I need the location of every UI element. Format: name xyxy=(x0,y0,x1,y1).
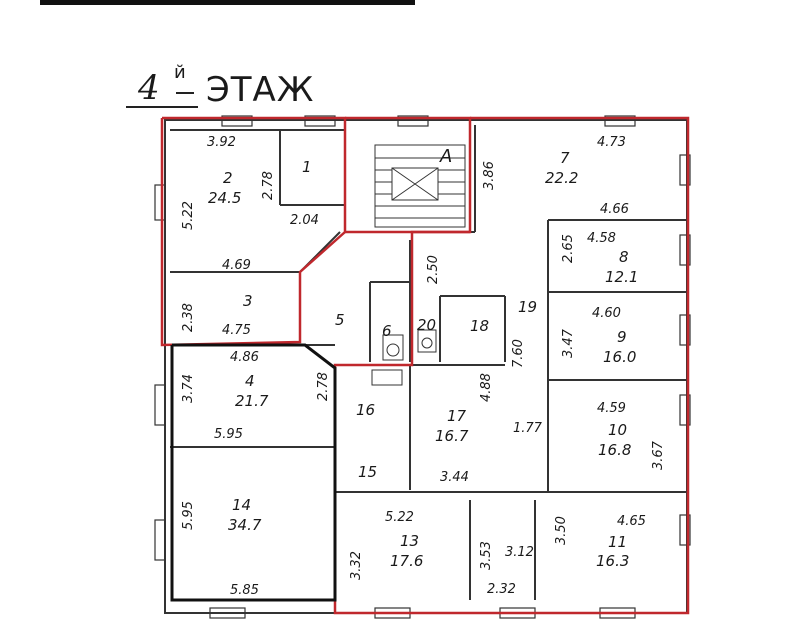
dimension-label: 3.53 xyxy=(479,541,494,570)
room-number: 5 xyxy=(335,311,345,329)
room-area: 12.1 xyxy=(605,268,638,286)
black-outline xyxy=(170,343,337,602)
room-number: 13 xyxy=(400,532,419,550)
dimension-label: 4.59 xyxy=(597,401,626,416)
dimension-label: 7.60 xyxy=(511,339,526,368)
room-area: 16.3 xyxy=(596,552,629,570)
dimension-label: 5.95 xyxy=(181,501,196,530)
room-number: 14 xyxy=(232,496,251,514)
dimension-label: 2.65 xyxy=(561,234,576,263)
room-number: 7 xyxy=(560,149,570,167)
stair-letter: А xyxy=(439,146,452,167)
dimension-label: 4.66 xyxy=(600,202,629,217)
room-number: 18 xyxy=(470,317,489,335)
floor-number: 4 xyxy=(138,68,160,108)
room-number: 16 xyxy=(356,401,375,419)
room-area: 16.7 xyxy=(435,427,469,445)
suffix-underline xyxy=(176,92,194,94)
dimension-label: 1.77 xyxy=(513,421,543,436)
dimension-label: 3.92 xyxy=(207,135,236,150)
room-area: 16.0 xyxy=(603,348,636,366)
room-number: 8 xyxy=(619,248,629,266)
room-number: 17 xyxy=(447,407,467,425)
dimension-label: 3.32 xyxy=(349,551,364,580)
room-area: 22.2 xyxy=(545,169,578,187)
dimension-label: 3.67 xyxy=(651,440,666,470)
room-number: 6 xyxy=(382,322,392,340)
room-labels: 1 2 24.5 3 4 21.7 5 6 7 22.2 8 12.1 9 16… xyxy=(208,146,638,570)
room-area: 34.7 xyxy=(228,516,262,534)
dimension-label: 2.50 xyxy=(426,255,441,284)
dimension-label: 3.86 xyxy=(482,161,497,190)
dimension-label: 4.75 xyxy=(222,323,251,338)
room-number: 1 xyxy=(302,158,312,176)
windows xyxy=(154,115,691,619)
dimension-label: 3.50 xyxy=(554,516,569,545)
dimension-label: 5.85 xyxy=(230,583,259,598)
room-number: 4 xyxy=(245,372,255,390)
dimension-label: 2.04 xyxy=(290,213,319,228)
dimension-label: 4.58 xyxy=(587,231,616,246)
room-area: 21.7 xyxy=(235,392,269,410)
dimension-label: 3.44 xyxy=(440,470,469,485)
room-number: 10 xyxy=(608,421,627,439)
room-number: 2 xyxy=(223,169,233,187)
room-area: 16.8 xyxy=(598,441,631,459)
dimension-label: 4.65 xyxy=(617,514,646,529)
room-number: 9 xyxy=(617,328,627,346)
dimension-label: 4.86 xyxy=(230,350,259,365)
title-underline xyxy=(126,106,198,108)
staircase xyxy=(374,144,466,228)
room-number: 15 xyxy=(358,463,377,481)
room-number: 3 xyxy=(243,292,253,310)
dimension-label: 4.73 xyxy=(597,135,626,150)
room-area: 17.6 xyxy=(390,552,423,570)
dimension-label: 2.78 xyxy=(261,171,276,200)
room-area: 24.5 xyxy=(208,189,241,207)
floor-word: ЭТАЖ xyxy=(206,70,315,110)
dimension-label: 5.95 xyxy=(214,427,243,442)
dimension-label: 2.38 xyxy=(181,303,196,332)
dimension-label: 5.22 xyxy=(385,510,414,525)
room-number: 20 xyxy=(417,316,436,334)
top-bar xyxy=(40,0,415,5)
dimension-labels: 3.92 2.78 5.22 2.04 4.69 2.38 4.75 4.86 … xyxy=(181,135,666,598)
dimension-label: 4.88 xyxy=(479,373,494,402)
dimension-label: 3.47 xyxy=(561,328,576,358)
room-number: 11 xyxy=(608,533,627,551)
room-number: 19 xyxy=(518,298,537,316)
dimension-label: 3.74 xyxy=(181,374,196,403)
dimension-label: 5.22 xyxy=(181,201,196,230)
fixtures xyxy=(371,329,437,386)
dimension-label: 2.32 xyxy=(487,582,516,597)
dimension-label: 4.60 xyxy=(592,306,621,321)
floor-suffix: й xyxy=(174,62,186,83)
dimension-label: 3.12 xyxy=(505,545,534,560)
dimension-label: 2.78 xyxy=(316,372,331,401)
dimension-label: 4.69 xyxy=(222,258,251,273)
